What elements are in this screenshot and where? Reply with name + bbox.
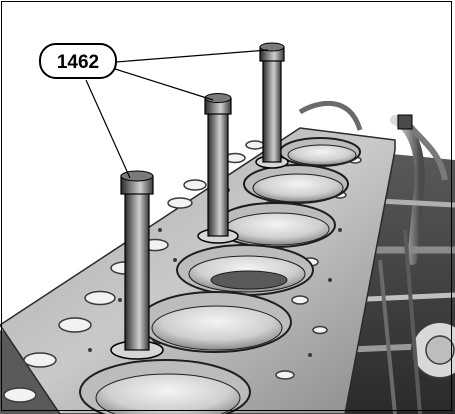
cylinder-bores [79, 137, 361, 414]
bore-5 [138, 291, 292, 353]
bolt-1 [255, 42, 289, 169]
bore-6 [79, 359, 251, 414]
bolt-3 [110, 170, 164, 360]
bolt-2 [197, 93, 239, 244]
bore-2 [243, 164, 349, 204]
callout-leaders [85, 49, 269, 179]
callout-frame [39, 43, 117, 79]
callout-label: 1462 [57, 52, 99, 73]
callout-1462: 1462 [39, 43, 117, 79]
bore-1 [279, 137, 361, 167]
bore-4 [176, 244, 314, 296]
bore-3 [214, 202, 336, 248]
